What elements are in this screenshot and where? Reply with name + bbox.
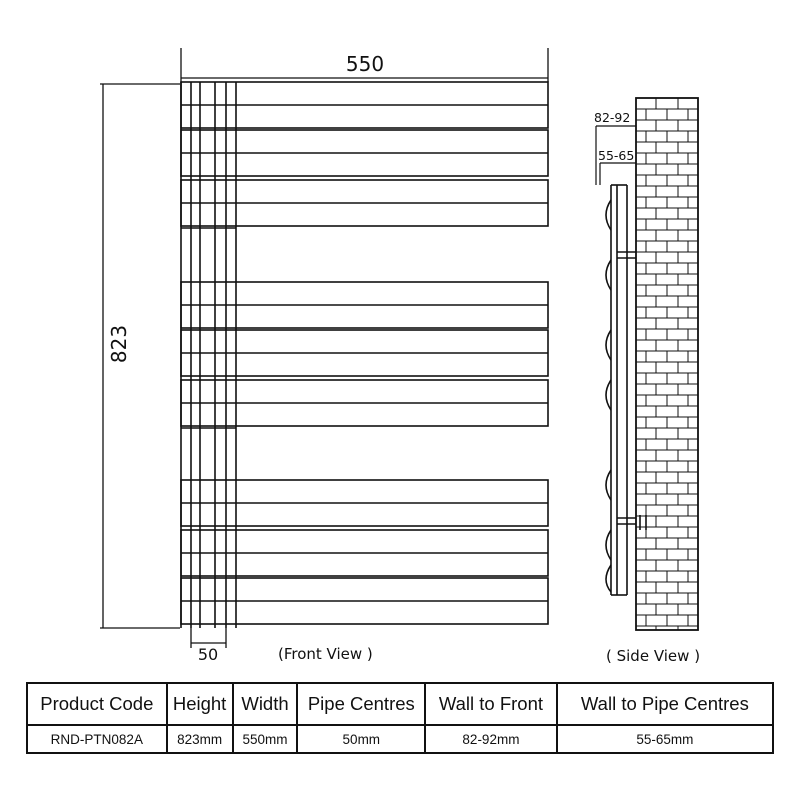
vertical-pipes [180,82,237,628]
header-height: Height [165,682,234,726]
front-view-drawing [100,48,549,648]
side-view-caption: ( Side View ) [606,647,701,665]
header-product-code: Product Code [26,682,168,726]
height-dimension-line [100,83,180,629]
specification-table: Product Code Height Width Pipe Centres W… [26,682,775,754]
brick-pattern [636,97,698,630]
width-dimension-label: 550 [345,52,385,76]
table-header-row: Product Code Height Width Pipe Centres W… [26,682,775,726]
side-view-drawing [595,97,699,631]
height-dimension-label: 823 [107,324,131,364]
pipe-centres-dimension-line [190,628,227,648]
header-pipe-centres: Pipe Centres [296,682,427,726]
cell-pipe-centres: 50mm [296,724,427,754]
towel-rail-bars [180,81,549,625]
header-width: Width [231,682,299,726]
table-row: RND-PTN082A 823mm 550mm 50mm 82-92mm 55-… [26,724,775,754]
header-wall-to-pipe-centres: Wall to Pipe Centres [555,682,775,726]
wall-to-pipe-dimension-label: 55-65 [598,148,635,163]
side-dimension-lines [595,125,636,185]
cell-width: 550mm [231,724,299,754]
cell-product-code: RND-PTN082A [26,724,168,754]
wall-brackets [617,251,647,530]
front-view-caption: (Front View ) [278,645,373,663]
width-dimension-line [180,48,549,82]
wall-to-front-dimension-label: 82-92 [594,110,631,125]
cell-wall-to-front: 82-92mm [424,724,558,754]
header-wall-to-front: Wall to Front [424,682,558,726]
pipe-centres-dimension-label: 50 [197,645,219,664]
technical-drawing [100,48,699,648]
cell-wall-to-pipe-centres: 55-65mm [555,724,775,754]
cell-height: 823mm [165,724,234,754]
radiator-side-profile [605,184,628,596]
